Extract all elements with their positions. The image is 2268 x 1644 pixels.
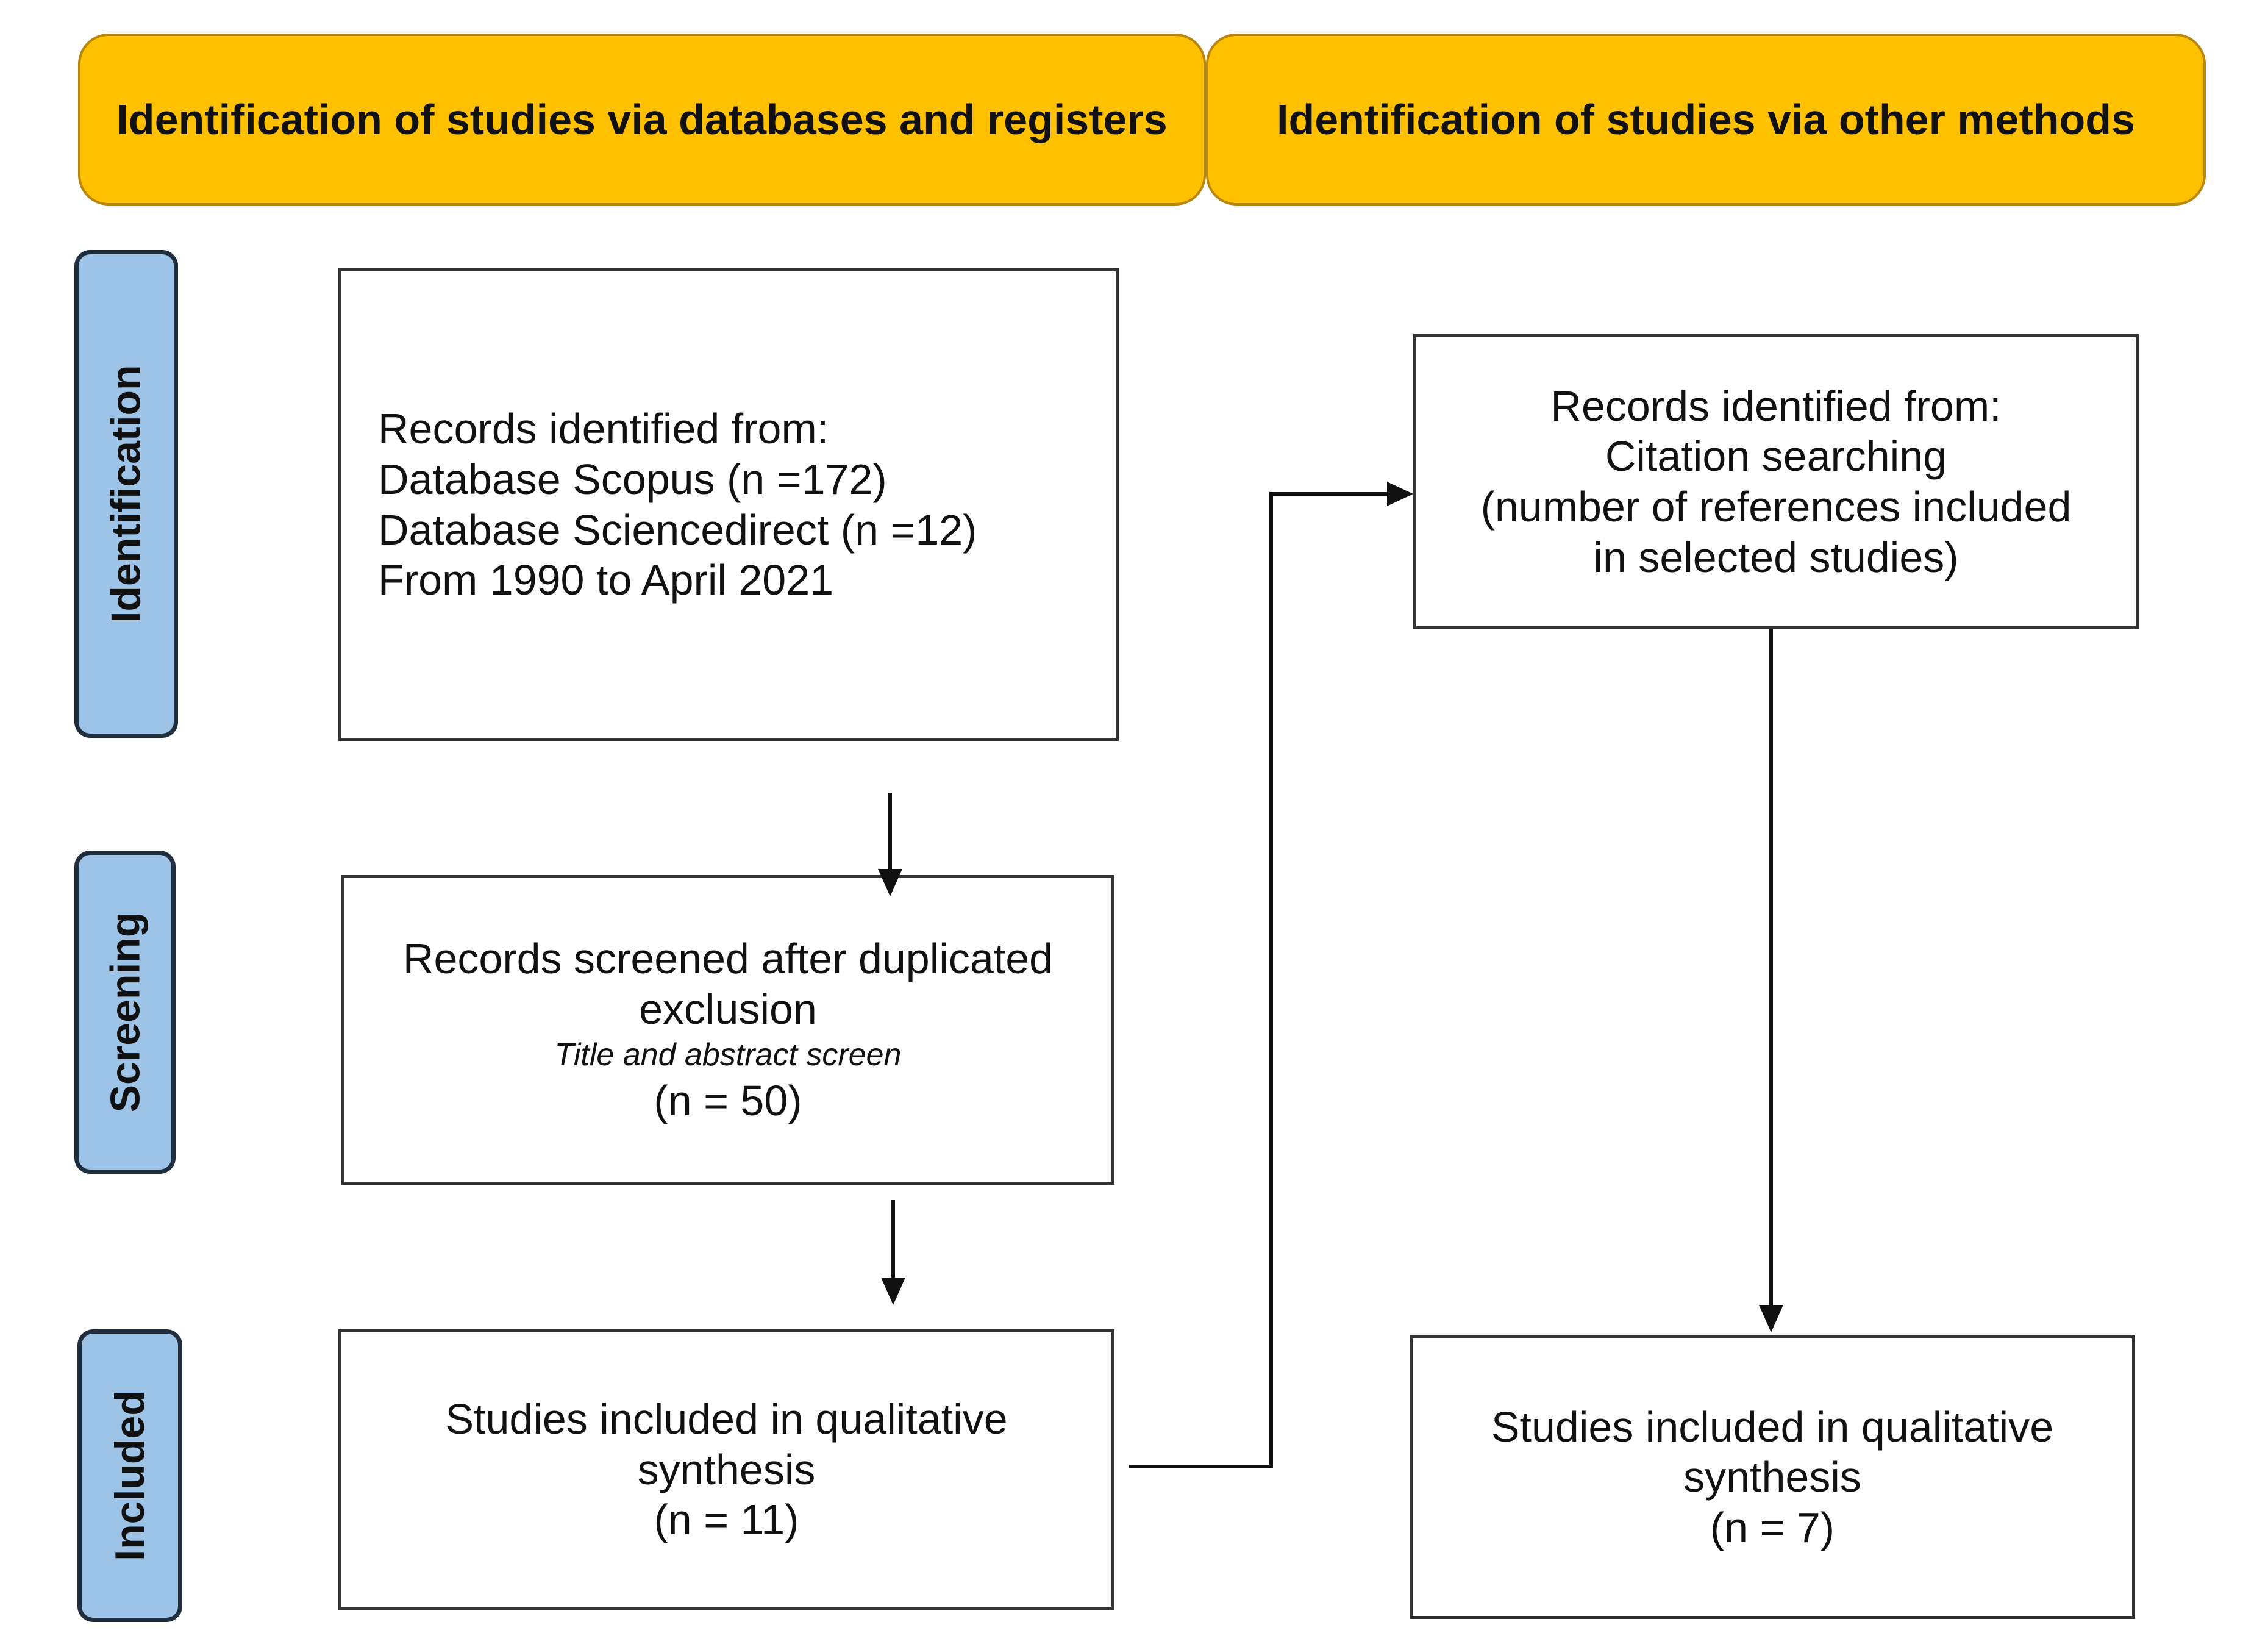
records-citation-line3: (number of references included in select… <box>1480 483 2072 581</box>
studies-included-right-count: (n = 7) <box>1710 1503 1835 1551</box>
header-databases-label: Identification of studies via databases … <box>116 96 1168 143</box>
studies-included-left-count: (n = 11) <box>654 1496 799 1544</box>
arrow-identification-to-screening <box>878 793 902 896</box>
arrow-citation-to-included <box>1759 629 1783 1332</box>
stage-identification: Identification <box>74 250 178 738</box>
arrow-included-to-citation <box>1129 482 1413 1468</box>
records-databases-sciencedirect: Database Sciencedirect (n =12) <box>378 506 977 554</box>
records-identified-databases-box: Records identified from: Database Scopus… <box>338 268 1119 741</box>
studies-included-left-line1: Studies included in qualitative synthesi… <box>445 1395 1008 1493</box>
studies-included-left-box: Studies included in qualitative synthesi… <box>338 1329 1114 1610</box>
records-citation-line1: Records identified from: <box>1550 382 2002 430</box>
stage-included: Included <box>77 1329 182 1622</box>
records-citation-line2: Citation searching <box>1605 432 1947 481</box>
arrow-screening-to-included <box>881 1200 905 1305</box>
records-screened-count: (n = 50) <box>654 1077 802 1125</box>
studies-included-right-line1: Studies included in qualitative synthesi… <box>1491 1403 2054 1501</box>
header-other-methods-label: Identification of studies via other meth… <box>1277 96 2135 143</box>
records-screened-note: Title and abstract screen <box>554 1037 902 1073</box>
records-screened-line1: Records screened after duplicated exclus… <box>402 935 1054 1033</box>
records-databases-scopus: Database Scopus (n =172) <box>378 455 887 503</box>
records-screened-box: Records screened after duplicated exclus… <box>341 875 1114 1185</box>
header-databases-registers: Identification of studies via databases … <box>78 34 1206 206</box>
studies-included-right-box: Studies included in qualitative synthesi… <box>1410 1335 2135 1619</box>
records-databases-line1: Records identified from: <box>378 405 829 453</box>
records-databases-daterange: From 1990 to April 2021 <box>378 556 834 604</box>
records-identified-citation-box: Records identified from: Citation search… <box>1413 334 2139 629</box>
stage-screening: Screening <box>74 851 176 1174</box>
header-other-methods: Identification of studies via other meth… <box>1206 34 2206 206</box>
